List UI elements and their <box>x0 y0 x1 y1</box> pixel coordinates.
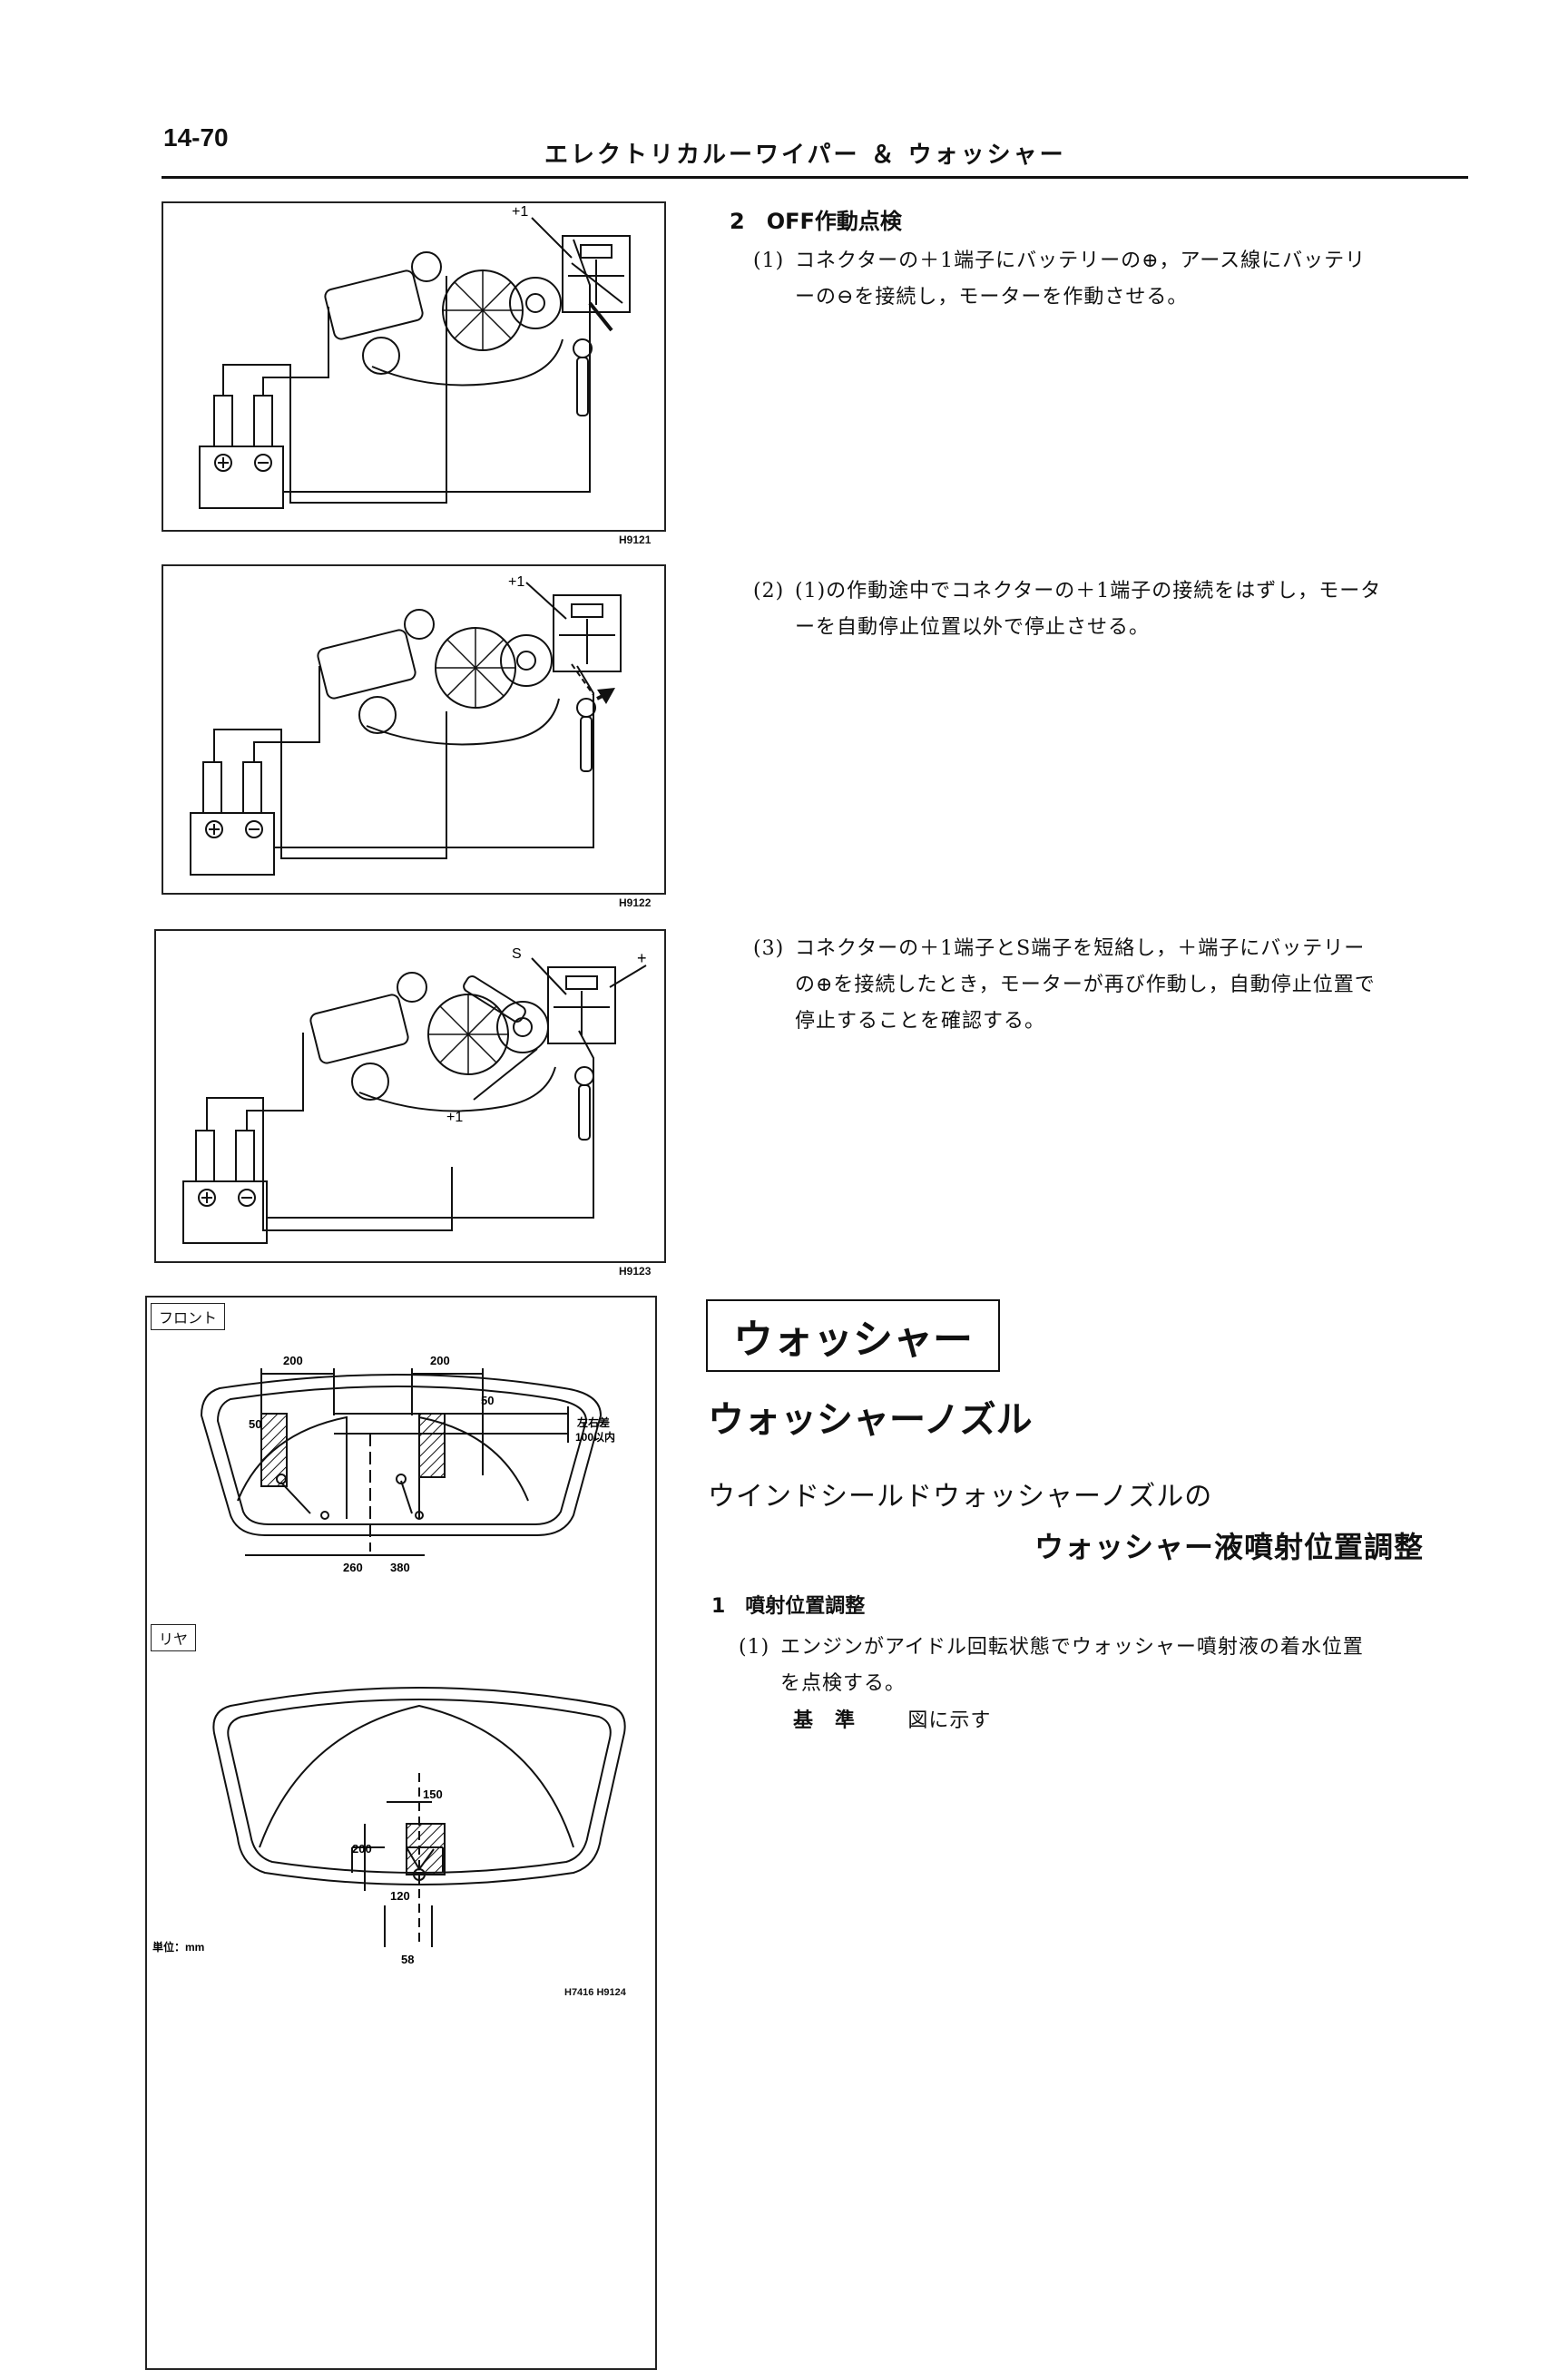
item-text-line: 停止することを確認する。 <box>795 1010 1046 1033</box>
label-s: S <box>512 946 522 962</box>
header-rule <box>162 176 1468 179</box>
off-check-item-2: (2) (1)の作動途中でコネクターの＋1端子の接続をはずし，モータ ーを自動停止… <box>753 573 1461 646</box>
dim-rear-width: 150 <box>423 1787 443 1801</box>
item-text-line: ーの⊖を接続し，モーターを作動させる。 <box>795 286 1189 308</box>
front-tag: フロント <box>151 1303 226 1330</box>
standard-label: 基 準 <box>793 1709 857 1732</box>
item-number: (1) <box>739 1636 770 1659</box>
motor-diagram-1: +1 <box>199 204 631 509</box>
running-header: エレクトリカルーワイパー ＆ ウォッシャー <box>544 142 1066 169</box>
item-number: (1) <box>753 250 785 272</box>
motor-diagram-3: S + +1 <box>182 946 647 1244</box>
figure-motor-test-3: S + +1 <box>154 929 666 1263</box>
dim-front-bottom-right: 380 <box>390 1561 410 1574</box>
item-text-line: の⊕を接続したとき，モーターが再び作動し，自動停止位置で <box>795 974 1376 996</box>
dim-front-width-right: 200 <box>430 1354 450 1367</box>
dim-front-tolerance-line2: 100以内 <box>575 1430 615 1444</box>
windshield-diagram: 200 200 50 50 左右差 100以内 260 380 150 200 … <box>152 1354 626 1966</box>
washer-nozzle-heading: ウォッシャーノズル <box>708 1399 1033 1441</box>
item-text-line: を点検する。 <box>780 1672 906 1695</box>
item-text-line: ーを自動停止位置以外で停止させる。 <box>795 616 1151 639</box>
item-number: (2) <box>753 580 785 602</box>
figure-motor-test-1: +1 <box>162 201 666 532</box>
unit-label: 単位：mm <box>152 1940 204 1954</box>
dim-front-angle-left: 50 <box>249 1417 261 1431</box>
dim-front-angle-right: 50 <box>481 1394 494 1407</box>
dim-rear-bottom: 58 <box>401 1953 414 1966</box>
page-number: 14-70 <box>163 123 229 152</box>
label-plus: + <box>637 949 647 967</box>
dim-front-width-left: 200 <box>283 1354 303 1367</box>
dim-rear-height: 200 <box>352 1842 372 1856</box>
off-check-heading: 2 OFF作動点検 <box>730 209 902 234</box>
topic-line-2: ウォッシャー液噴射位置調整 <box>1034 1530 1425 1564</box>
figure-code-2: H9122 <box>619 896 652 909</box>
figure-code-3: H9123 <box>619 1265 652 1278</box>
washer-section-title: ウォッシャー <box>706 1299 1000 1372</box>
label-plus1: +1 <box>508 574 524 590</box>
item-number: (3) <box>753 937 785 960</box>
label-plus1: +1 <box>512 204 528 220</box>
item-text-line: エンジンがアイドル回転状態でウォッシャー噴射液の着水位置 <box>780 1636 1364 1659</box>
item-text-line: (1)の作動途中でコネクターの＋1端子の接続をはずし，モータ <box>795 580 1382 602</box>
figure-motor-test-2: +1 <box>162 564 666 895</box>
item-text-line: コネクターの＋1端子とS端子を短絡し，＋端子にバッテリー <box>795 937 1366 960</box>
label-plus1: +1 <box>446 1110 463 1125</box>
figure-spray-position: フロント リヤ 200 200 50 <box>145 1296 657 2370</box>
spray-adjust-item: (1) エンジンがアイドル回転状態でウォッシャー噴射液の着水位置 を点検する。 基… <box>739 1630 1465 1739</box>
dim-front-bottom-left: 260 <box>343 1561 363 1574</box>
topic-line-1: ウインドシールドウォッシャーノズルの <box>708 1481 1213 1513</box>
figure-code-1: H9121 <box>619 534 652 546</box>
item-text-line: コネクターの＋1端子にバッテリーの⊕，アース線にバッテリ <box>795 250 1367 272</box>
dim-rear-offset: 120 <box>390 1889 410 1903</box>
standard-value: 図に示す <box>907 1709 992 1732</box>
figure-code-4: H7416 H9124 <box>564 1987 626 1998</box>
rear-tag: リヤ <box>151 1624 197 1651</box>
dim-front-tolerance-line1: 左右差 <box>576 1415 610 1429</box>
off-check-item-1: (1) コネクターの＋1端子にバッテリーの⊕，アース線にバッテリ ーの⊖を接続し，… <box>753 243 1461 316</box>
spray-adjust-heading: 1 噴射位置調整 <box>711 1595 866 1618</box>
off-check-item-3: (3) コネクターの＋1端子とS端子を短絡し，＋端子にバッテリー の⊕を接続したと… <box>753 931 1461 1040</box>
motor-diagram-2: +1 <box>190 574 622 876</box>
